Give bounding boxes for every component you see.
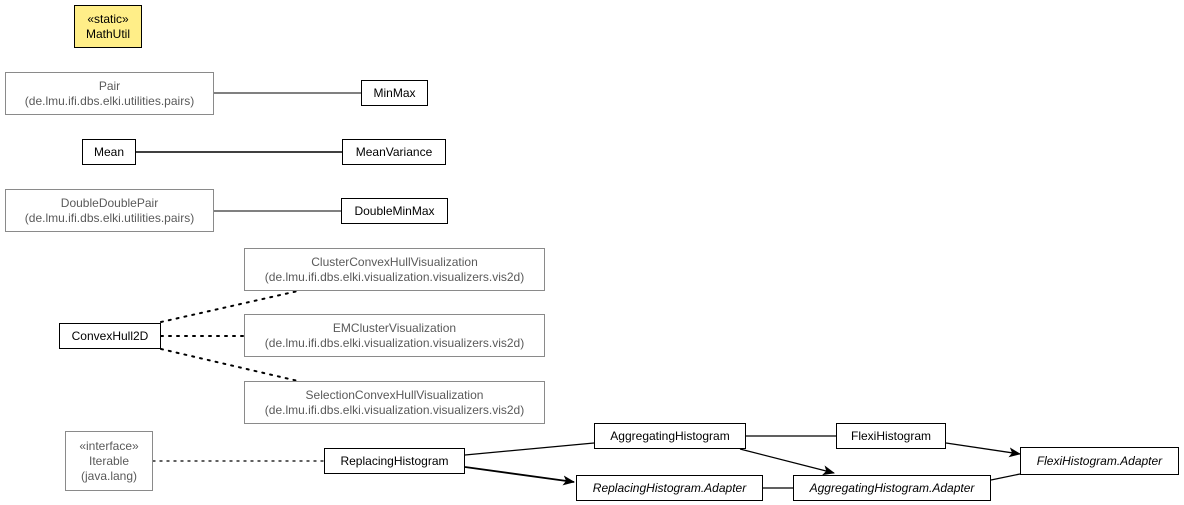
mathutil-name: MathUtil bbox=[85, 26, 130, 41]
class-aggregatinghistogram[interactable]: AggregatingHistogram bbox=[594, 423, 746, 449]
edge-flexi-flexiadapter bbox=[945, 442, 1021, 458]
minmax-name: MinMax bbox=[373, 85, 416, 100]
edge-aggregating-aggregatingadapter bbox=[739, 448, 835, 476]
class-flexihistogram-adapter[interactable]: FlexiHistogram.Adapter bbox=[1020, 447, 1179, 475]
class-flexihistogram[interactable]: FlexiHistogram bbox=[836, 423, 946, 449]
edge-aggregatingadapter-flexiadapter bbox=[990, 473, 1021, 481]
class-doubleminmax[interactable]: DoubleMinMax bbox=[341, 198, 448, 224]
clusterconvexhull-package: (de.lmu.ifi.dbs.elki.visualization.visua… bbox=[264, 269, 525, 284]
doubledoublepair-name: DoubleDoublePair bbox=[60, 195, 159, 210]
edge-convexhull-selection bbox=[160, 348, 299, 382]
class-emclustervisualization[interactable]: EMClusterVisualization (de.lmu.ifi.dbs.e… bbox=[244, 314, 545, 357]
interface-iterable[interactable]: «interface» Iterable (java.lang) bbox=[65, 431, 153, 491]
aggregatinghistogram-name: AggregatingHistogram bbox=[610, 428, 730, 443]
class-replacinghistogram[interactable]: ReplacingHistogram bbox=[324, 448, 465, 474]
edge-convexhull-cluster bbox=[160, 290, 299, 323]
class-doubledoublepair[interactable]: DoubleDoublePair (de.lmu.ifi.dbs.elki.ut… bbox=[5, 189, 214, 232]
doubledoublepair-package: (de.lmu.ifi.dbs.elki.utilities.pairs) bbox=[24, 210, 195, 225]
class-mathutil[interactable]: «static» MathUtil bbox=[74, 5, 142, 48]
class-mean[interactable]: Mean bbox=[82, 139, 136, 165]
emcluster-package: (de.lmu.ifi.dbs.elki.visualization.visua… bbox=[264, 335, 525, 350]
replacinghistogram-name: ReplacingHistogram bbox=[340, 453, 449, 468]
meanvariance-name: MeanVariance bbox=[355, 144, 433, 159]
replacingadapter-name: ReplacingHistogram.Adapter bbox=[592, 480, 747, 495]
class-aggregatinghistogram-adapter[interactable]: AggregatingHistogram.Adapter bbox=[793, 475, 991, 501]
iterable-name: Iterable bbox=[88, 453, 130, 468]
class-replacinghistogram-adapter[interactable]: ReplacingHistogram.Adapter bbox=[576, 475, 763, 501]
convexhull2d-name: ConvexHull2D bbox=[71, 328, 149, 343]
clusterconvexhull-name: ClusterConvexHullVisualization bbox=[311, 254, 478, 269]
pair-package: (de.lmu.ifi.dbs.elki.utilities.pairs) bbox=[24, 93, 195, 108]
selectionconvexhull-name: SelectionConvexHullVisualization bbox=[305, 387, 484, 402]
class-pair[interactable]: Pair (de.lmu.ifi.dbs.elki.utilities.pair… bbox=[5, 72, 214, 115]
iterable-package: (java.lang) bbox=[80, 468, 138, 483]
class-selectionconvexhullvisualization[interactable]: SelectionConvexHullVisualization (de.lmu… bbox=[244, 381, 545, 424]
class-convexhull2d[interactable]: ConvexHull2D bbox=[59, 323, 161, 349]
emcluster-name: EMClusterVisualization bbox=[332, 320, 457, 335]
iterable-stereotype: «interface» bbox=[79, 438, 139, 453]
doubleminmax-name: DoubleMinMax bbox=[354, 203, 435, 218]
mathutil-stereotype: «static» bbox=[87, 11, 129, 26]
flexihistogram-name: FlexiHistogram bbox=[850, 428, 931, 443]
flexiadapter-name: FlexiHistogram.Adapter bbox=[1036, 453, 1163, 468]
edge-replacing-replacingadapter bbox=[464, 466, 575, 486]
class-minmax[interactable]: MinMax bbox=[361, 80, 428, 106]
mean-name: Mean bbox=[93, 144, 125, 159]
aggregatingadapter-name: AggregatingHistogram.Adapter bbox=[809, 480, 975, 495]
class-clusterconvexhullvisualization[interactable]: ClusterConvexHullVisualization (de.lmu.i… bbox=[244, 248, 545, 291]
selectionconvexhull-package: (de.lmu.ifi.dbs.elki.visualization.visua… bbox=[264, 402, 525, 417]
edge-replacing-aggregating bbox=[464, 442, 595, 456]
class-meanvariance[interactable]: MeanVariance bbox=[342, 139, 446, 165]
pair-name: Pair bbox=[98, 78, 121, 93]
